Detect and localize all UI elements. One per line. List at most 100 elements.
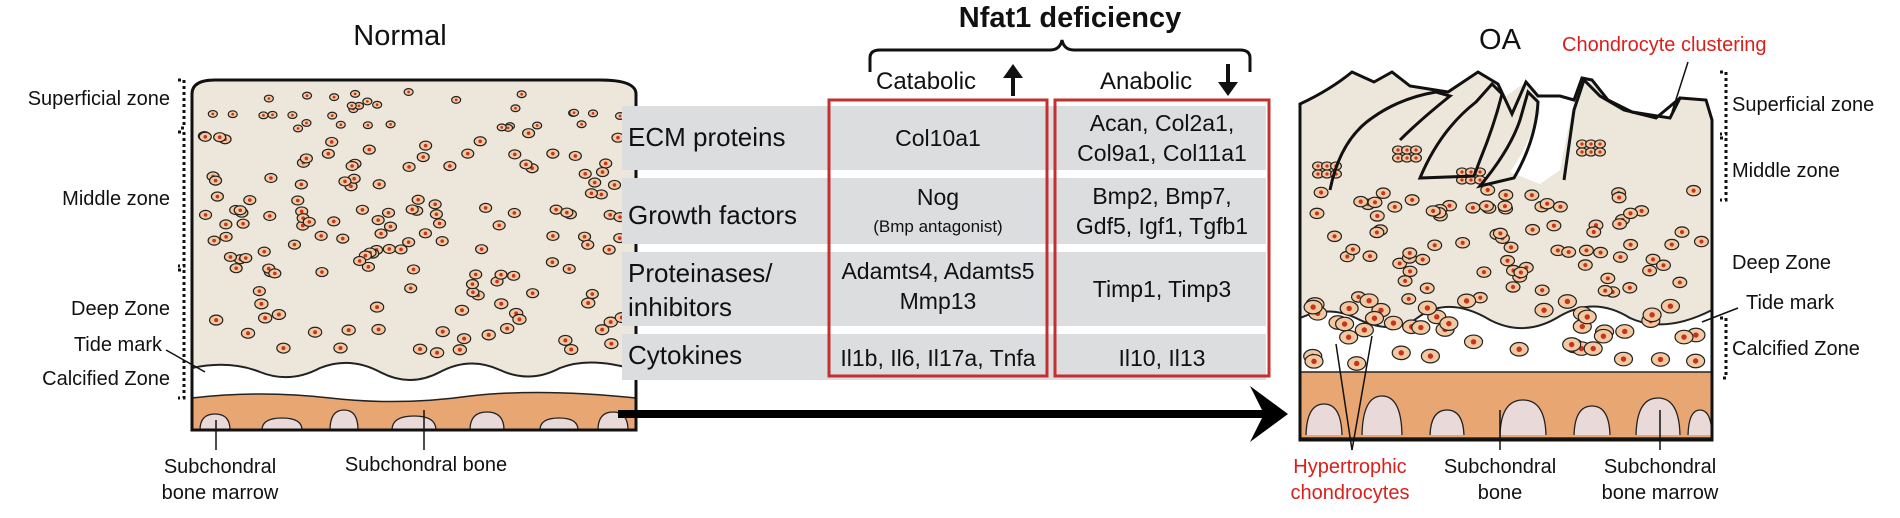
chondrocyte-nucleus [1485, 187, 1490, 193]
chondrocyte-nucleus [1460, 240, 1465, 245]
chondrocyte-nucleus [296, 127, 300, 130]
oa-zone-brackets [1720, 70, 1728, 380]
normal-zone-deep: Deep Zone [71, 298, 170, 320]
chondrocyte-nucleus [406, 240, 411, 244]
chondrocyte-nucleus [266, 266, 271, 271]
marrow-space [469, 411, 505, 431]
chondrocyte-nucleus [346, 328, 351, 333]
chondrocyte-nucleus [248, 198, 252, 202]
chondrocyte-nucleus [1510, 284, 1516, 290]
chondrocyte-nucleus [203, 213, 208, 217]
chondrocyte-nucleus [418, 347, 423, 352]
chondrocyte-nucleus [1356, 294, 1361, 299]
chondrocyte-nucleus [1650, 257, 1656, 262]
chondrocyte-nucleus [319, 234, 323, 238]
chondrocyte-nucleus [499, 272, 503, 277]
chondrocyte-nucleus [580, 122, 583, 126]
normal-zone-superficial: Superficial zone [27, 88, 170, 110]
chondrocyte-nucleus [1325, 164, 1329, 168]
chondrocyte-nucleus [343, 179, 347, 184]
oa-marrow-label: Subchondral bone marrow [1601, 456, 1719, 504]
chondrocyte-nucleus [366, 123, 370, 127]
marrow-space [199, 413, 231, 431]
oa-bone-label: Subchondral bone [1443, 456, 1557, 504]
chondrocyte-nucleus [1418, 324, 1424, 331]
chondrocyte-nucleus [551, 151, 555, 156]
chondrocyte-nucleus [1677, 280, 1682, 285]
chondrocyte-nucleus [1425, 286, 1430, 291]
chondrocyte-nucleus [457, 347, 462, 352]
chondrocyte-nucleus [257, 289, 262, 293]
chondrocyte-nucleus [1345, 254, 1350, 259]
chondrocyte-nucleus [1516, 346, 1522, 352]
chondrocyte-nucleus [353, 92, 357, 96]
chondrocyte-nucleus [376, 327, 381, 332]
chondrocyte-nucleus [1508, 245, 1514, 250]
chondrocyte-nucleus [471, 290, 475, 295]
chondrocyte-nucleus [217, 135, 222, 140]
marrow-space [391, 415, 437, 431]
chondrocyte-clustering-label: Chondrocyte clustering [1562, 34, 1767, 56]
chondrocyte-nucleus [407, 90, 410, 94]
chondrocyte-nucleus [517, 317, 522, 322]
row-label-growth-factors: Growth factors [628, 200, 798, 230]
chondrocyte-nucleus [360, 207, 365, 212]
chondrocyte-nucleus [1589, 142, 1593, 146]
anabolic-box [1053, 98, 1271, 378]
chondrocyte-nucleus [224, 222, 228, 227]
chondrocyte-nucleus [1692, 358, 1699, 364]
normal-zone-calcified: Calcified Zone [42, 368, 170, 390]
chondrocyte-nucleus [589, 191, 594, 196]
normal-tide-mark-label: Tide mark [73, 334, 162, 356]
chondrocyte-nucleus [1551, 223, 1556, 228]
chondrocyte-nucleus [434, 212, 439, 217]
chondrocyte-nucleus [1341, 321, 1348, 327]
chondrocyte-nucleus [1469, 170, 1473, 174]
chondrocyte-nucleus [569, 347, 574, 352]
chondrocyte-nucleus [1617, 221, 1622, 227]
chondrocyte-nucleus [366, 100, 369, 103]
chondrocyte-nucleus [1618, 255, 1623, 260]
nfat1-deficiency-title: Nfat1 deficiency [958, 2, 1182, 34]
chondrocyte-nucleus [526, 131, 531, 135]
chondrocyte-nucleus [618, 114, 622, 118]
chondrocyte-nucleus [1584, 248, 1589, 253]
chondrocyte-nucleus [1410, 197, 1415, 203]
chondrocyte-nucleus [338, 346, 343, 350]
chondrocyte-nucleus [1310, 304, 1316, 310]
chondrocyte-nucleus [416, 197, 420, 202]
chondrocyte-nucleus [291, 113, 294, 117]
row-bg-cytokines [622, 334, 1266, 380]
chondrocyte-nucleus [1628, 242, 1633, 247]
chondrocyte-nucleus [349, 184, 353, 189]
chondrocyte-nucleus [1447, 203, 1452, 208]
chondrocyte-nucleus [591, 111, 595, 115]
chondrocyte-nucleus [1620, 356, 1627, 362]
chondrocyte-nucleus [433, 202, 437, 207]
chondrocyte-nucleus [299, 209, 304, 214]
chondrocyte-nucleus [262, 113, 265, 117]
oa-title: OA [1479, 24, 1521, 56]
chondrocyte-nucleus [520, 92, 523, 96]
chondrocyte-nucleus [307, 220, 312, 224]
chondrocyte-nucleus [460, 308, 464, 313]
catabolic-ecm: Col10a1 [895, 125, 981, 151]
chondrocyte-nucleus [1667, 303, 1674, 309]
normal-tide-mark-pointer [165, 349, 206, 373]
chondrocyte-nucleus [408, 286, 413, 291]
chondrocyte-nucleus [423, 143, 428, 148]
chondrocyte-nucleus [535, 124, 539, 127]
chondrocyte-nucleus [407, 165, 411, 169]
chondrocyte-nucleus [300, 223, 305, 228]
chondrocyte-nucleus [495, 279, 499, 284]
chondrocyte-nucleus [1498, 231, 1503, 236]
chondrocyte-nucleus [376, 218, 380, 222]
chondrocyte-nucleus [228, 255, 233, 259]
chondrocyte-nucleus [465, 151, 470, 156]
chondrocyte-nucleus [1407, 250, 1412, 256]
chondrocyte-nucleus [1503, 192, 1508, 198]
chondrocyte-nucleus [259, 301, 264, 306]
chondrocyte-nucleus [1432, 243, 1437, 248]
row-bg-proteinases [622, 252, 1266, 326]
chondrocyte-nucleus [1354, 360, 1360, 367]
